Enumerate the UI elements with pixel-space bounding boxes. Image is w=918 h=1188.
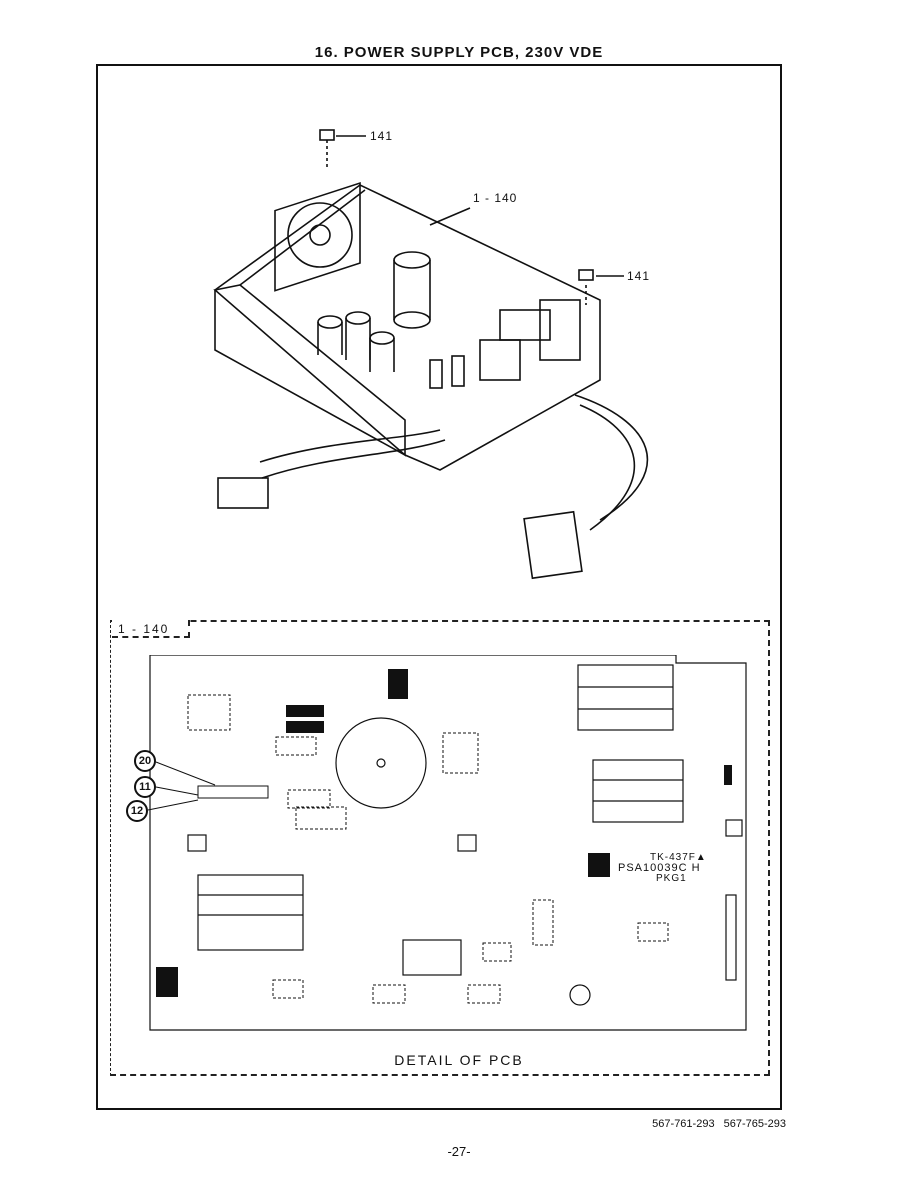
circled-ref-11: 11	[134, 776, 156, 798]
board-marking-psa: PSA10039C H	[618, 862, 701, 874]
circled-ref-20: 20	[134, 750, 156, 772]
board-marking-tk: TK-437F▲	[650, 852, 707, 863]
detail-label: 1 - 140	[112, 620, 190, 638]
figure-frame	[96, 64, 782, 1110]
screw-callout-top: 141	[370, 129, 394, 143]
screw-callout-right: 141	[627, 269, 651, 283]
page-number: -27-	[447, 1144, 471, 1159]
detail-caption: DETAIL OF PCB	[394, 1052, 524, 1068]
part-numbers: 567-761-293 567-765-293	[652, 1118, 786, 1130]
detail-box	[110, 620, 770, 1076]
assembly-drawing	[213, 129, 649, 580]
board-marking-pkg: PKG1	[656, 873, 687, 884]
pcb-layout	[149, 655, 747, 1031]
assembly-callout: 1 - 140	[473, 191, 518, 205]
circled-ref-12: 12	[126, 800, 148, 822]
page-title: 16. POWER SUPPLY PCB, 230V VDE	[314, 44, 604, 61]
